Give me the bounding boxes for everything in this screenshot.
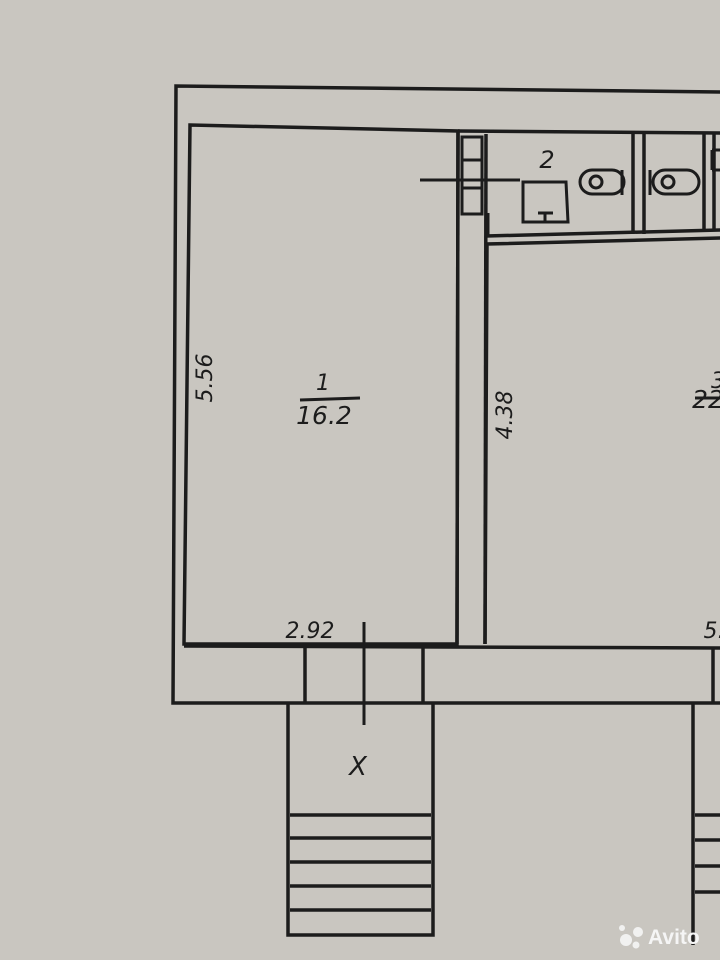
floor-line	[183, 644, 720, 650]
wc-bottom-wall	[485, 228, 720, 238]
outer-wall	[171, 84, 720, 705]
room3-width-dimension: 5.	[704, 619, 720, 644]
sink-icon	[521, 180, 570, 224]
toilet-icon	[578, 168, 626, 196]
room1-label-divider	[299, 396, 361, 402]
room3-outline	[483, 236, 720, 645]
toilet-icon-2	[648, 168, 701, 196]
watermark-brand: Avito	[648, 926, 700, 949]
partition-column	[420, 135, 520, 236]
right-porch	[691, 703, 720, 945]
room3-height-dimension: 4.38	[493, 391, 518, 440]
entrance-mark: X	[347, 752, 368, 782]
top-inner-wall	[457, 129, 720, 135]
room3-area: 22	[692, 385, 720, 414]
entrance-porch	[286, 703, 435, 937]
room1-number: 1	[316, 371, 330, 396]
room2-number: 2	[539, 146, 554, 174]
avito-logo	[619, 925, 643, 949]
room1-area: 16.2	[296, 401, 352, 430]
partition-wall-left	[455, 130, 460, 645]
room1-height-dimension: 5.56	[193, 354, 218, 403]
room1-width-dimension: 2.92	[286, 619, 335, 644]
walls	[171, 84, 720, 705]
wc-fixture-partial	[710, 148, 720, 172]
room3-number: 3	[711, 369, 720, 394]
entrance-stairs	[290, 813, 431, 912]
